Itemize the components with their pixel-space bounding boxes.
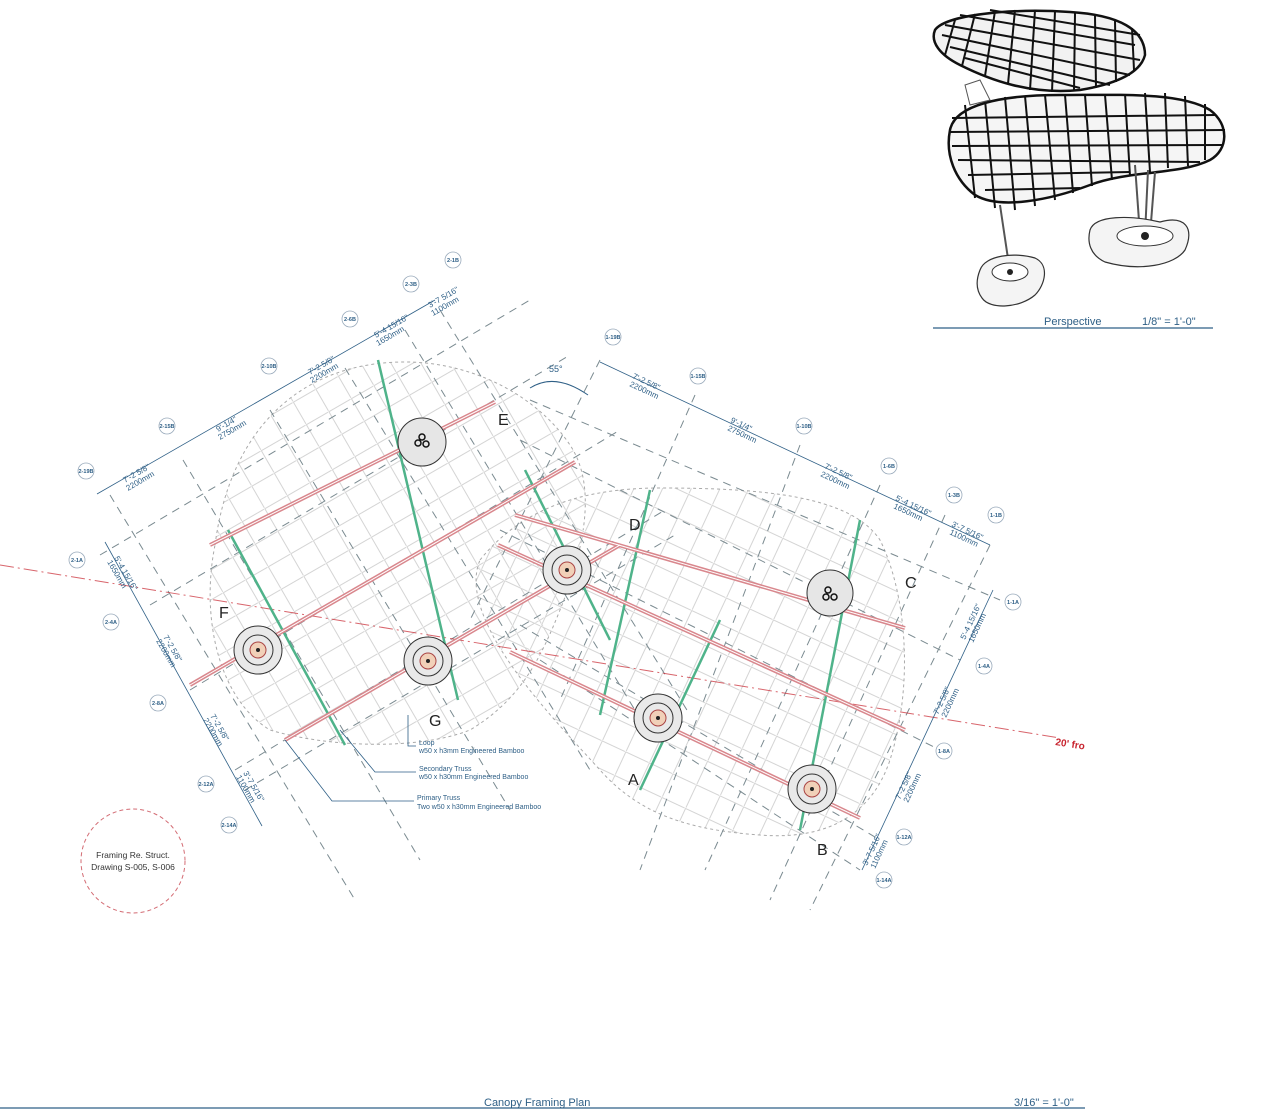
grid-letter-d: D xyxy=(629,517,641,534)
framing-reference-note: Framing Re. Struct. Drawing S-005, S-006 xyxy=(80,808,186,914)
svg-text:1-14A: 1-14A xyxy=(877,878,892,884)
svg-text:1-12A: 1-12A xyxy=(897,835,912,841)
column-node-c xyxy=(806,569,854,617)
grid-letters: A B C D E F G xyxy=(219,412,917,859)
grid-tag: 1-12A xyxy=(895,828,913,846)
svg-text:1-19B: 1-19B xyxy=(606,335,621,341)
svg-text:1-4A: 1-4A xyxy=(978,664,990,670)
grid-tag: 2-4A xyxy=(102,613,120,631)
property-line-label: 20' fro xyxy=(1055,737,1086,752)
svg-text:2-1B: 2-1B xyxy=(447,258,459,264)
svg-text:1-1B: 1-1B xyxy=(990,513,1002,519)
loop-note-title: Loop xyxy=(419,740,435,747)
grid-tag: 1-6B xyxy=(880,457,898,475)
svg-text:2-14A: 2-14A xyxy=(222,823,237,829)
grid-tag: 1-10B xyxy=(795,417,813,435)
primary-truss-note-spec: Two w50 x h30mm Engineered Bamboo xyxy=(417,804,541,811)
perspective-view: Perspective 1/8" = 1'-0" xyxy=(932,9,1226,329)
grid-tag: 1-4A xyxy=(975,657,993,675)
svg-text:2-8A: 2-8A xyxy=(152,701,164,707)
canopy-1-side-grid-tags: 1-1A 1-4A 1-8A 1-12A 1-14A xyxy=(875,593,1022,889)
plan-title: Canopy Framing Plan xyxy=(484,1097,590,1109)
grid-tag: 1-1A xyxy=(1004,593,1022,611)
column-node-e xyxy=(397,417,447,467)
primary-truss-note-title: Primary Truss xyxy=(417,795,461,802)
grid-tag: 2-15B xyxy=(158,417,176,435)
column-node-b xyxy=(787,764,837,814)
plan-title-block: Canopy Framing Plan 3/16" = 1'-0" xyxy=(0,1097,1085,1109)
grid-letter-c: C xyxy=(905,575,917,592)
grid-tag: 2-3B xyxy=(402,275,420,293)
column-node-g xyxy=(403,636,453,686)
grid-letter-g: G xyxy=(429,713,441,730)
column-node-d xyxy=(542,545,592,595)
perspective-title: Perspective xyxy=(1044,316,1101,328)
secondary-truss-note-title: Secondary Truss xyxy=(419,766,472,773)
svg-text:1-10B: 1-10B xyxy=(797,424,812,430)
svg-text:1-8A: 1-8A xyxy=(938,749,950,755)
grid-tag: 1-3B xyxy=(945,486,963,504)
column-node-f xyxy=(233,625,283,675)
svg-text:Drawing S-005, S-006: Drawing S-005, S-006 xyxy=(91,862,175,872)
svg-text:2-10B: 2-10B xyxy=(262,364,277,370)
canopy-2-grid-lines xyxy=(99,299,691,901)
column-node-a xyxy=(633,693,683,743)
member-leader-notes: Loop w50 x h3mm Engineered Bamboo Second… xyxy=(284,715,541,811)
grid-letter-e: E xyxy=(498,412,509,429)
canopy-framing-plan: 20' fro xyxy=(0,251,1086,1109)
angle-label: 55° xyxy=(549,364,563,374)
grid-letter-a: A xyxy=(628,772,639,789)
grid-tag: 2-14A xyxy=(220,816,238,834)
canopy-2-top-grid-tags: 2-19B 2-15B 2-10B 2-6B 2-3B 2-1B xyxy=(77,251,462,480)
secondary-truss-note-spec: w50 x h30mm Engineered Bamboo xyxy=(418,774,528,781)
grid-tag: 2-10B xyxy=(260,357,278,375)
svg-text:2-6B: 2-6B xyxy=(344,317,356,323)
grid-tag: 2-8A xyxy=(149,694,167,712)
column-bases xyxy=(976,216,1190,307)
upper-canopy-lattice xyxy=(932,9,1147,93)
grid-tag: 1-19B xyxy=(604,328,622,346)
svg-text:2-15B: 2-15B xyxy=(160,424,175,430)
svg-text:1-3B: 1-3B xyxy=(948,493,960,499)
lower-canopy-lattice xyxy=(947,79,1226,211)
angle-annotation: 55° xyxy=(529,364,589,396)
canopy-2-side-grid-tags: 2-1A 2-4A 2-8A 2-12A 2-14A xyxy=(68,551,238,834)
grid-tag: 1-15B xyxy=(689,367,707,385)
grid-tag: 1-14A xyxy=(875,871,893,889)
property-line xyxy=(0,564,1061,739)
svg-text:2-1A: 2-1A xyxy=(71,558,83,564)
svg-text:2-19B: 2-19B xyxy=(79,469,94,475)
loop-note-spec: w50 x h3mm Engineered Bamboo xyxy=(418,748,525,755)
plan-scale: 3/16" = 1'-0" xyxy=(1014,1097,1074,1109)
svg-text:2-4A: 2-4A xyxy=(105,620,117,626)
grid-tag: 2-1A xyxy=(68,551,86,569)
perspective-scale: 1/8" = 1'-0" xyxy=(1142,316,1196,328)
grid-tag: 1-8A xyxy=(935,742,953,760)
grid-tag: 2-1B xyxy=(444,251,462,269)
svg-text:2-3B: 2-3B xyxy=(405,282,417,288)
svg-text:1-6B: 1-6B xyxy=(883,464,895,470)
svg-text:2-12A: 2-12A xyxy=(199,782,214,788)
svg-text:Framing Re. Struct.: Framing Re. Struct. xyxy=(96,850,170,860)
canopy-1-top-grid-tags: 1-19B 1-15B 1-10B 1-6B 1-3B 1-1B xyxy=(604,328,1005,524)
column-nodes xyxy=(233,417,854,814)
grid-tag: 1-1B xyxy=(987,506,1005,524)
grid-tag: 2-19B xyxy=(77,462,95,480)
grid-tag: 2-6B xyxy=(341,310,359,328)
grid-tag: 2-12A xyxy=(197,775,215,793)
svg-text:1-15B: 1-15B xyxy=(691,374,706,380)
grid-letter-f: F xyxy=(219,605,229,622)
svg-text:1-1A: 1-1A xyxy=(1007,600,1019,606)
grid-letter-b: B xyxy=(817,842,828,859)
